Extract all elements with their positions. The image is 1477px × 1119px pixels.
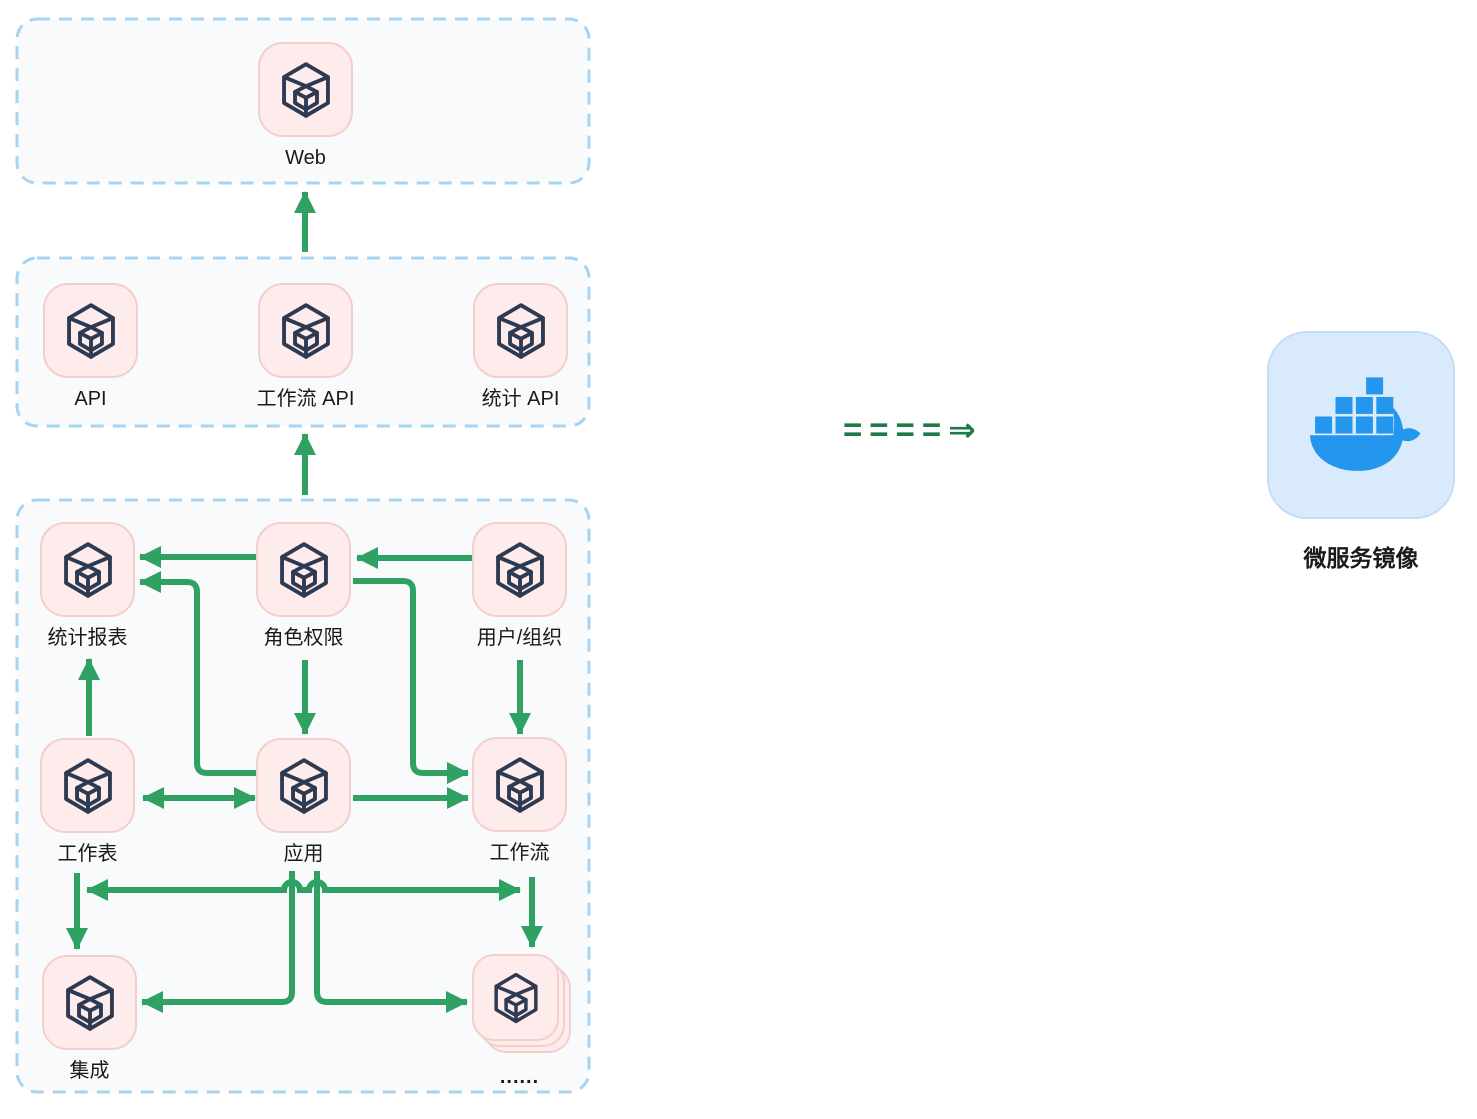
node-app-label: 应用 xyxy=(283,843,324,865)
cube-icon xyxy=(40,522,135,617)
node-api: API xyxy=(43,283,138,410)
node-role-permission: 角色权限 xyxy=(256,522,351,649)
cube-icon xyxy=(40,738,135,833)
cube-icon xyxy=(256,738,351,833)
edge-app-to-integration xyxy=(141,871,295,1013)
edge-worksheet-workflow-bidirectional xyxy=(86,879,521,901)
cube-icon xyxy=(42,955,137,1050)
node-stats-report: 统计报表 xyxy=(40,522,135,649)
node-stats-api-label: 统计 API xyxy=(481,388,560,410)
node-integration-label: 集成 xyxy=(69,1060,110,1082)
cube-icon xyxy=(43,283,138,378)
node-worksheet-label: 工作表 xyxy=(57,843,118,865)
node-workflow: 工作流 xyxy=(472,737,567,864)
node-web: Web xyxy=(258,42,353,169)
docker-label: 微服务镜像 xyxy=(1303,545,1419,571)
node-worksheet: 工作表 xyxy=(40,738,135,865)
cube-icon xyxy=(473,283,568,378)
docker-panel: 微服务镜像 xyxy=(1267,331,1455,573)
node-more-services-label: ...... xyxy=(499,1066,540,1088)
cube-icon xyxy=(258,42,353,137)
node-stats-api: 统计 API xyxy=(473,283,568,410)
node-workflow-api: 工作流 API xyxy=(257,283,354,410)
transform-arrow: ====⇒ xyxy=(843,411,983,448)
node-user-org-label: 用户/组织 xyxy=(476,627,563,649)
cube-icon xyxy=(256,522,351,617)
edge-app-to-statsreport xyxy=(139,571,257,776)
edge-app-to-moreservices xyxy=(314,871,468,1013)
node-role-permission-label: 角色权限 xyxy=(263,627,344,649)
cube-icon xyxy=(472,954,559,1041)
cube-icon xyxy=(258,283,353,378)
node-user-org: 用户/组织 xyxy=(472,522,567,649)
stacked-cards xyxy=(472,954,571,1053)
node-integration: 集成 xyxy=(42,955,137,1082)
docker-whale-icon xyxy=(1267,331,1455,519)
node-web-label: Web xyxy=(285,147,326,169)
node-workflow-label: 工作流 xyxy=(489,842,550,864)
node-app: 应用 xyxy=(256,738,351,865)
node-stats-report-label: 统计报表 xyxy=(47,627,128,649)
node-more-services: ...... xyxy=(472,954,571,1088)
node-api-label: API xyxy=(74,388,107,410)
cube-icon xyxy=(472,522,567,617)
edge-rolepermission-to-workflow xyxy=(353,578,469,784)
node-workflow-api-label: 工作流 API xyxy=(256,388,355,410)
cube-icon xyxy=(472,737,567,832)
